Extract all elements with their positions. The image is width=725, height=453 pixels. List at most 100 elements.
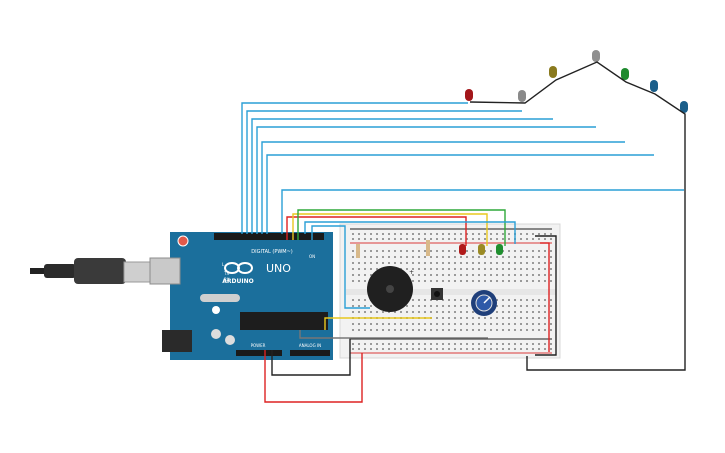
breadboard-hole — [448, 280, 450, 282]
breadboard-hole — [496, 311, 498, 313]
breadboard-hole — [544, 233, 546, 235]
led-red[interactable] — [465, 89, 473, 101]
breadboard-hole — [370, 250, 372, 252]
breadboard-hole — [460, 256, 462, 258]
breadboard-hole — [364, 348, 366, 350]
breadboard-hole — [352, 274, 354, 276]
led-gray[interactable] — [518, 90, 526, 102]
onboard-led-red[interactable] — [459, 244, 466, 255]
breadboard-hole — [538, 299, 540, 301]
breadboard-hole — [550, 343, 552, 345]
led-green[interactable] — [621, 68, 629, 80]
breadboard-hole — [490, 256, 492, 258]
breadboard-hole — [472, 329, 474, 331]
breadboard-hole — [454, 299, 456, 301]
breadboard-hole — [532, 268, 534, 270]
analog-header — [290, 350, 330, 356]
breadboard-hole — [436, 323, 438, 325]
led-blue[interactable] — [650, 80, 658, 92]
breadboard-hole — [364, 280, 366, 282]
breadboard-hole — [412, 238, 414, 240]
breadboard-hole — [472, 348, 474, 350]
breadboard-hole — [532, 274, 534, 276]
breadboard-hole — [544, 329, 546, 331]
breadboard-hole — [418, 348, 420, 350]
breadboard-hole — [502, 329, 504, 331]
breadboard-hole — [532, 348, 534, 350]
led-gray[interactable] — [592, 50, 600, 62]
breadboard-hole — [430, 268, 432, 270]
breadboard-hole — [382, 250, 384, 252]
resistor[interactable] — [426, 240, 430, 256]
buzzer[interactable]: + — [367, 266, 414, 312]
breadboard-hole — [472, 280, 474, 282]
breadboard-hole — [418, 343, 420, 345]
digital-header — [214, 233, 324, 240]
wires — [241, 61, 686, 403]
breadboard-hole — [496, 233, 498, 235]
led-olive[interactable] — [549, 66, 557, 78]
breadboard-hole — [442, 274, 444, 276]
breadboard-hole — [352, 280, 354, 282]
breadboard-hole — [550, 256, 552, 258]
breadboard-hole — [508, 348, 510, 350]
breadboard-hole — [436, 343, 438, 345]
arduino-board[interactable]: DIGITAL (PWM~) ARDUINO UNO L TX RX ON PO… — [149, 232, 333, 360]
breadboard-hole — [424, 348, 426, 350]
reset-button-icon[interactable] — [177, 235, 189, 247]
onboard-led-green[interactable] — [496, 244, 503, 255]
resistor[interactable] — [356, 244, 360, 258]
resistor-body — [426, 240, 430, 256]
breadboard-hole — [382, 343, 384, 345]
pushbutton[interactable] — [431, 288, 443, 300]
breadboard-hole — [358, 343, 360, 345]
breadboard-hole — [382, 311, 384, 313]
potentiometer[interactable] — [471, 290, 497, 316]
breadboard-hole — [448, 348, 450, 350]
breadboard-hole — [388, 256, 390, 258]
breadboard-hole — [484, 238, 486, 240]
breadboard-hole — [448, 343, 450, 345]
breadboard-hole — [460, 233, 462, 235]
breadboard-hole — [550, 305, 552, 307]
breadboard-hole — [544, 250, 546, 252]
breadboard-hole — [472, 343, 474, 345]
breadboard-hole — [550, 268, 552, 270]
breadboard-hole — [508, 280, 510, 282]
usb-cable-tip — [30, 268, 48, 274]
microcontroller-chip — [240, 312, 328, 330]
breadboard-hole — [448, 305, 450, 307]
breadboard-hole — [352, 299, 354, 301]
breadboard-hole — [544, 323, 546, 325]
breadboard-hole — [436, 329, 438, 331]
breadboard-hole — [382, 262, 384, 264]
breadboard-hole — [424, 311, 426, 313]
breadboard-hole — [520, 343, 522, 345]
breadboard-hole — [508, 274, 510, 276]
breadboard-hole — [454, 274, 456, 276]
led-blue[interactable] — [680, 101, 688, 113]
breadboard-hole — [490, 274, 492, 276]
breadboard-hole — [394, 233, 396, 235]
breadboard-hole — [400, 311, 402, 313]
breadboard-hole — [502, 238, 504, 240]
breadboard-hole — [394, 250, 396, 252]
breadboard-hole — [442, 268, 444, 270]
breadboard-hole — [448, 268, 450, 270]
breadboard-hole — [466, 280, 468, 282]
onboard-led-olive[interactable] — [478, 244, 485, 255]
breadboard-hole — [364, 329, 366, 331]
breadboard-hole — [364, 256, 366, 258]
breadboard-hole — [520, 348, 522, 350]
breadboard-hole — [370, 305, 372, 307]
breadboard-hole — [412, 343, 414, 345]
breadboard-hole — [352, 348, 354, 350]
breadboard-hole — [418, 311, 420, 313]
breadboard-hole — [502, 305, 504, 307]
breadboard-hole — [538, 280, 540, 282]
breadboard-hole — [448, 317, 450, 319]
usb-cable[interactable] — [30, 258, 155, 284]
svg-text:+: + — [409, 269, 414, 276]
breadboard-hole — [364, 238, 366, 240]
